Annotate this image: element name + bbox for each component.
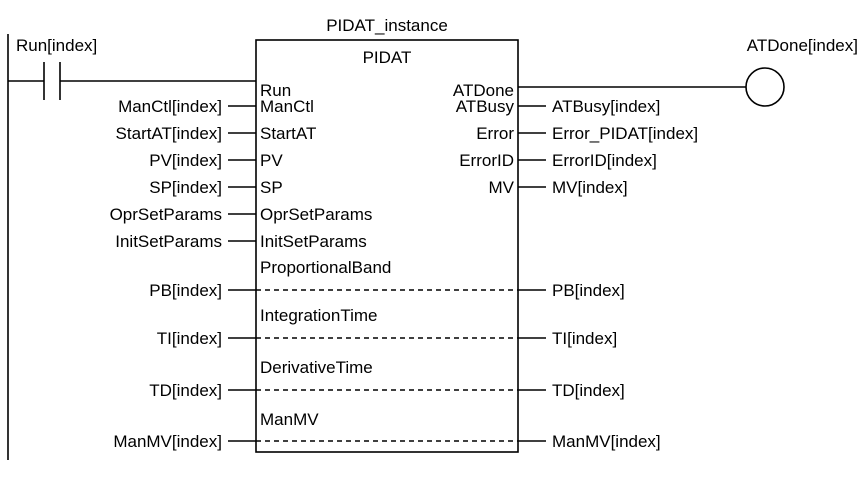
pin-label: OprSetParams bbox=[260, 205, 372, 224]
inout-right-variable: TI[index] bbox=[552, 329, 617, 348]
inout-right-variable: PB[index] bbox=[552, 281, 625, 300]
input-pin-pv: PV[index] PV bbox=[149, 151, 283, 170]
pin-label: PV bbox=[260, 151, 283, 170]
output-coil[interactable] bbox=[745, 67, 785, 107]
inout-right-variable: ManMV[index] bbox=[552, 432, 661, 451]
pin-label: ManMV bbox=[260, 410, 319, 429]
block-type: PIDAT bbox=[363, 48, 412, 67]
pin-label: SP bbox=[260, 178, 283, 197]
input-pin-initsetparams: InitSetParams InitSetParams bbox=[115, 232, 367, 251]
input-variable: SP[index] bbox=[149, 178, 222, 197]
pin-label: ErrorID bbox=[459, 151, 514, 170]
inout-right-variable: TD[index] bbox=[552, 381, 625, 400]
pin-label: InitSetParams bbox=[260, 232, 367, 251]
input-pin-run: Run bbox=[260, 81, 291, 100]
output-variable: ErrorID[index] bbox=[552, 151, 657, 170]
input-pin-oprsetparams: OprSetParams OprSetParams bbox=[110, 205, 373, 224]
pin-label: ATBusy bbox=[456, 97, 515, 116]
inout-pin-proportional-band: ProportionalBand PB[index] PB[index] bbox=[149, 258, 625, 300]
coil-variable-label: ATDone[index] bbox=[747, 36, 858, 55]
output-pin-atbusy: ATBusy ATBusy[index] bbox=[456, 97, 661, 116]
input-variable: OprSetParams bbox=[110, 205, 222, 224]
inout-pin-integration-time: IntegrationTime TI[index] TI[index] bbox=[157, 306, 617, 348]
input-variable: StartAT[index] bbox=[116, 124, 222, 143]
instance-name: PIDAT_instance bbox=[326, 16, 448, 35]
inout-pin-derivative-time: DerivativeTime TD[index] TD[index] bbox=[149, 358, 625, 400]
contact-variable-label: Run[index] bbox=[16, 36, 97, 55]
output-variable: Error_PIDAT[index] bbox=[552, 124, 698, 143]
input-variable: PV[index] bbox=[149, 151, 222, 170]
input-variable: InitSetParams bbox=[115, 232, 222, 251]
output-pin-atdone: ATDone bbox=[453, 81, 746, 100]
pin-label: Error bbox=[476, 124, 514, 143]
inout-pin-manmv: ManMV ManMV[index] ManMV[index] bbox=[113, 410, 660, 451]
pin-label: MV bbox=[489, 178, 515, 197]
pin-label: ProportionalBand bbox=[260, 258, 391, 277]
inout-left-variable: TD[index] bbox=[149, 381, 222, 400]
input-pin-startat: StartAT[index] StartAT bbox=[116, 124, 317, 143]
input-pin-sp: SP[index] SP bbox=[149, 178, 282, 197]
output-pin-mv: MV MV[index] bbox=[489, 178, 628, 197]
pin-label: StartAT bbox=[260, 124, 316, 143]
normally-open-contact[interactable] bbox=[8, 62, 256, 100]
pin-label: DerivativeTime bbox=[260, 358, 373, 377]
pin-label: IntegrationTime bbox=[260, 306, 377, 325]
function-block[interactable] bbox=[255, 39, 519, 453]
pin-label: ManCtl bbox=[260, 97, 314, 116]
pin-label: Run bbox=[260, 81, 291, 100]
inout-left-variable: ManMV[index] bbox=[113, 432, 222, 451]
input-variable: ManCtl[index] bbox=[118, 97, 222, 116]
inout-left-variable: TI[index] bbox=[157, 329, 222, 348]
output-variable: MV[index] bbox=[552, 178, 628, 197]
output-variable: ATBusy[index] bbox=[552, 97, 660, 116]
pin-label: ATDone bbox=[453, 81, 514, 100]
output-pin-error: Error Error_PIDAT[index] bbox=[476, 124, 698, 143]
inout-left-variable: PB[index] bbox=[149, 281, 222, 300]
input-pin-manctl: ManCtl[index] ManCtl bbox=[118, 97, 314, 116]
output-pin-errorid: ErrorID ErrorID[index] bbox=[459, 151, 657, 170]
